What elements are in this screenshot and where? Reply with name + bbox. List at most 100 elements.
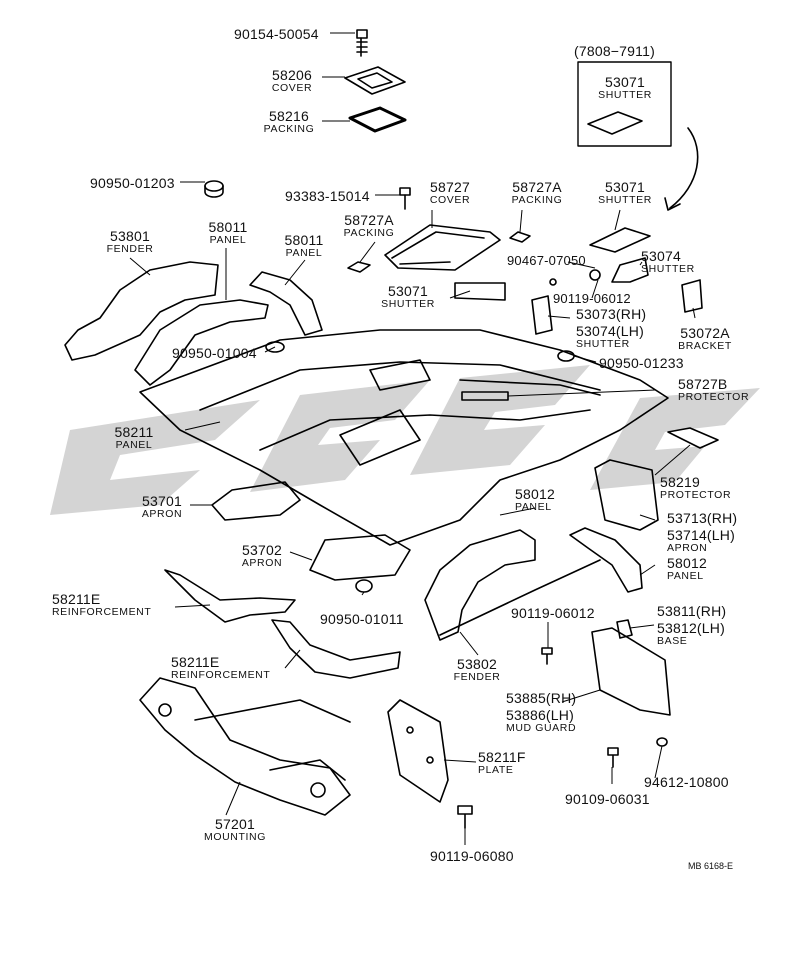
callout-53071-box-number: 53071 (605, 74, 645, 90)
callout-58727b: 58727B PROTECTOR (678, 377, 749, 403)
callout-58211e-lower-name: REINFORCEMENT (171, 669, 271, 681)
cover-58206-part (344, 66, 406, 95)
cover-58727-part (384, 224, 501, 271)
callout-53811-number: 53811(RH) (657, 603, 727, 619)
grommet-90950-01203-icon (204, 180, 224, 198)
callout-58211: 58211 PANEL (106, 425, 162, 451)
callout-90950-01203-number: 90950-01203 (90, 175, 175, 191)
clip-90467-icon (549, 278, 557, 286)
panel-58011-outer-part (249, 271, 323, 336)
grommet-90950-01011-icon (355, 579, 373, 593)
callout-53702-number: 53702 (242, 542, 282, 558)
callout-53714-name: APRON (667, 542, 708, 554)
shutter-53074-part (611, 257, 649, 283)
callout-53802: 53802 FENDER (444, 657, 510, 683)
callout-53073-number: 53073(RH) (576, 306, 647, 322)
fender-53802-part (424, 529, 536, 641)
clip-90119-lower-icon (541, 647, 553, 665)
callout-90154-50054-number: 90154-50054 (234, 26, 319, 42)
callout-58012-lower-number: 58012 (667, 555, 707, 571)
callout-53802-name: FENDER (453, 671, 501, 683)
callout-58011-inner: 58011 PANEL (198, 220, 258, 246)
callout-53074-lower-number: 53074(LH) (576, 323, 644, 339)
callout-58216: 58216 PACKING (256, 109, 322, 135)
shutter-variant-box (577, 61, 672, 147)
callout-58211e-lower: 58211E REINFORCEMENT (171, 655, 270, 681)
callout-93383-15014-number: 93383-15014 (285, 188, 370, 204)
callout-90119-06080-number: 90119-06080 (430, 848, 514, 864)
callout-58012-upper-name: PANEL (515, 501, 552, 513)
callout-58211e-upper-name: REINFORCEMENT (52, 606, 152, 618)
callout-58206-number: 58206 (272, 67, 312, 83)
callout-53074-upper-name: SHUTTER (641, 263, 695, 275)
callout-53801-name: FENDER (106, 243, 154, 255)
callout-53801: 53801 FENDER (100, 229, 160, 255)
callout-58206: 58206 COVER (262, 68, 322, 94)
shutter-53071-box-part (587, 111, 643, 135)
panel-58012-part (569, 527, 643, 593)
callout-58727a-right-name: PACKING (511, 194, 563, 206)
callout-58211e-lower-number: 58211E (171, 654, 220, 670)
callout-90950-01233-number: 90950-01233 (599, 355, 684, 371)
callout-53812: 53812(LH) BASE (657, 621, 725, 647)
callout-53072a: 53072A BRACKET (672, 326, 738, 352)
mounting-57201-part (139, 677, 351, 816)
callout-58211e-upper-number: 58211E (52, 591, 101, 607)
bracket-53072a-part (681, 279, 703, 313)
callout-58011-inner-name: PANEL (209, 234, 247, 246)
leader-lines (129, 32, 696, 845)
callout-58219-name: PROTECTOR (660, 489, 732, 501)
callout-58012-lower-name: PANEL (667, 570, 704, 582)
callout-53886-number: 53886(LH) (506, 707, 574, 723)
callout-58011-outer: 58011 PANEL (274, 233, 334, 259)
fender-53801-part (64, 261, 219, 361)
callout-53072a-number: 53072A (680, 325, 730, 341)
callout-58219-number: 58219 (660, 474, 700, 490)
callout-58011-outer-name: PANEL (285, 247, 323, 259)
callout-53801-number: 53801 (110, 228, 150, 244)
callout-53074-upper-number: 53074 (641, 248, 681, 264)
packing-58727a-right-part (509, 231, 531, 243)
panel-58011-inner-part (134, 299, 269, 386)
callout-58211f-number: 58211F (478, 749, 526, 765)
callout-53071-mid-name: SHUTTER (598, 194, 652, 206)
callout-94612-10800-number: 94612-10800 (644, 774, 729, 790)
callout-58727a-left-name: PACKING (343, 227, 395, 239)
callout-58219: 58219 PROTECTOR (660, 475, 731, 501)
callout-53072a-name: BRACKET (678, 340, 732, 352)
callout-58727a-right-number: 58727A (512, 179, 562, 195)
callout-58011-outer-number: 58011 (284, 232, 324, 248)
packing-58216-part (348, 106, 407, 133)
callout-58211e-upper: 58211E REINFORCEMENT (52, 592, 151, 618)
callout-58012-upper-number: 58012 (515, 486, 555, 502)
callout-58216-number: 58216 (269, 108, 309, 124)
watermark-logo (50, 365, 760, 515)
callout-58211-name: PANEL (115, 439, 153, 451)
callout-53713-number: 53713(RH) (667, 510, 738, 526)
callout-53701-number: 53701 (142, 493, 182, 509)
callout-53074-lower: 53074(LH) SHUTTER (576, 324, 644, 350)
apron-53702-part (309, 534, 411, 581)
callout-53714: 53714(LH) APRON (667, 528, 735, 554)
callout-57201-number: 57201 (215, 816, 255, 832)
shutter-53073-part (531, 295, 553, 335)
callout-53074-lower-name: SHUTTER (576, 338, 630, 350)
callout-90950-01004-number: 90950-01004 (172, 345, 257, 361)
callout-53886-name: MUD GUARD (506, 722, 577, 734)
callout-53702: 53702 APRON (232, 543, 292, 569)
callout-date-range: (7808−7911) (574, 43, 655, 59)
callout-58727: 58727 COVER (420, 180, 480, 206)
protector-58219-part (667, 427, 719, 449)
apron-53701-part (211, 481, 301, 521)
shutter-bar-53071-part (454, 282, 506, 301)
clip-90119-icon (589, 269, 601, 281)
callout-57201: 57201 MOUNTING (200, 817, 270, 843)
apron-53713-part (594, 459, 659, 531)
callout-57201-name: MOUNTING (204, 831, 266, 843)
callout-58727a-left-number: 58727A (344, 212, 394, 228)
callout-53071-box-name: SHUTTER (598, 89, 652, 101)
callout-90119-06012-lower-number: 90119-06012 (511, 605, 595, 621)
callout-58206-name: COVER (271, 82, 313, 94)
reinforcement-58211e-lower-part (271, 619, 401, 679)
